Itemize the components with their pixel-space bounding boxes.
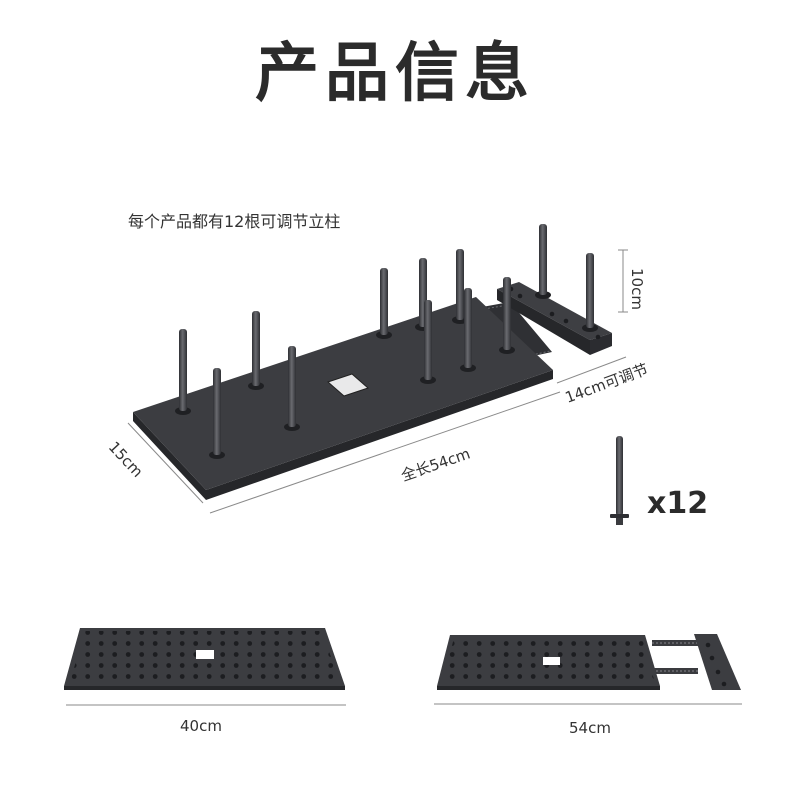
dimension-lines [127, 249, 628, 514]
quantity-label: x12 [647, 486, 709, 521]
single-peg [610, 436, 629, 525]
board-54cm [437, 634, 741, 690]
product-subtitle: 每个产品都有12根可调节立柱 [128, 212, 341, 231]
long-length-label: 54cm [569, 719, 611, 737]
main-rack-board [133, 282, 612, 500]
short-length-label: 40cm [180, 717, 222, 735]
page-title: 产品信息 [255, 37, 535, 111]
board-40cm [64, 628, 345, 690]
rack-pegs [175, 224, 598, 459]
height-label: 10cm [628, 268, 646, 310]
